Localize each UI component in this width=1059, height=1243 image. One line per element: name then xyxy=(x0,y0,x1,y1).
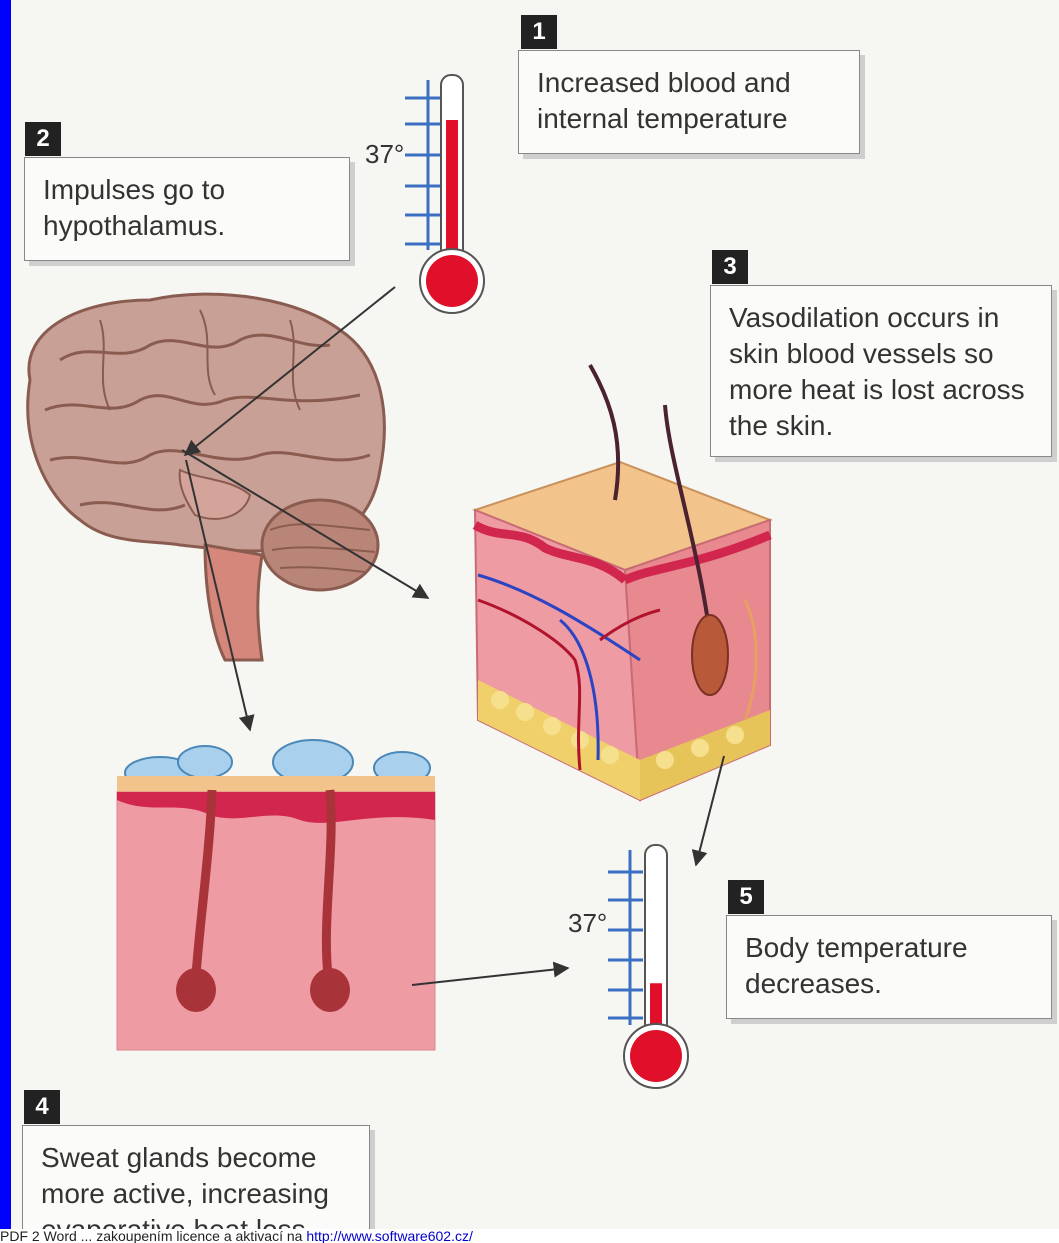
step-3-number: 3 xyxy=(712,250,748,284)
footer-link[interactable]: http://www.software602.cz/ xyxy=(306,1229,473,1243)
brain-illustration xyxy=(28,294,385,660)
step-2-number: 2 xyxy=(25,122,61,156)
thermometer-top xyxy=(405,75,484,313)
step-5-number: 5 xyxy=(728,880,764,914)
step-4-box: Sweat glands become more active, increas… xyxy=(22,1125,370,1243)
footer-watermark: PDF 2 Word ... zakoupením licence a akti… xyxy=(0,1229,1059,1243)
thermometer-top-label: 37° xyxy=(365,139,404,170)
step-5-box: Body temperature decreases. xyxy=(726,915,1052,1019)
thermometer-bottom-label: 37° xyxy=(568,908,607,939)
step-4-number: 4 xyxy=(24,1090,60,1124)
sweat-gland-skin-illustration xyxy=(117,740,435,1050)
step-1-number: 1 xyxy=(521,15,557,49)
footer-text: PDF 2 Word ... zakoupením licence a akti… xyxy=(0,1229,302,1243)
step-1-box: Increased blood and internal temperature xyxy=(518,50,860,154)
step-3-box: Vasodilation occurs in skin blood vessel… xyxy=(710,285,1052,457)
thermometer-bottom xyxy=(608,845,688,1088)
step-2-box: Impulses go to hypothalamus. xyxy=(24,157,350,261)
